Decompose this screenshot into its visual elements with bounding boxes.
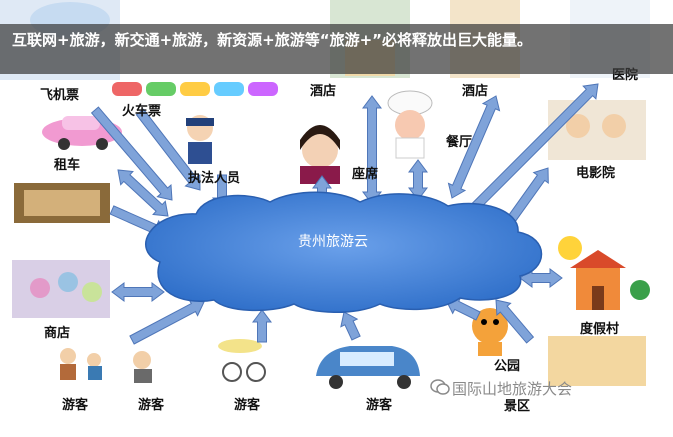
arrow-shop <box>111 282 165 302</box>
resort-illustration <box>558 236 650 310</box>
police-illustration <box>186 115 214 164</box>
label-flight-ticket: 飞机票 <box>40 88 80 103</box>
label-shop: 商店 <box>44 326 71 341</box>
arrow-scenic <box>495 299 535 344</box>
watermark-text: 国际山地旅游大会 <box>452 380 573 398</box>
label-hotel-2: 酒店 <box>462 84 489 99</box>
label-restaurant: 餐厅 <box>446 135 473 150</box>
label-train-ticket: 火车票 <box>122 104 162 119</box>
label-park: 公园 <box>494 359 521 374</box>
central-cloud <box>145 191 543 313</box>
arrow-park <box>445 296 481 321</box>
arrow-resort <box>519 268 563 288</box>
label-tourist-4: 游客 <box>366 398 393 413</box>
arrow-cinema <box>503 167 549 228</box>
arrow-tourist-1 <box>129 298 205 345</box>
chef-illustration <box>387 90 433 159</box>
shop-item-1 <box>30 278 50 298</box>
label-law-enforcement: 执法人员 <box>188 171 241 186</box>
label-resort: 度假村 <box>580 322 620 337</box>
arrow-hotel-1 <box>362 95 382 205</box>
scenic-illustration <box>548 336 646 386</box>
shop-item-2 <box>58 272 78 292</box>
label-scenic-area: 景区 <box>504 399 531 414</box>
left-photo-inner <box>24 190 100 216</box>
label-hotel-1: 酒店 <box>310 84 337 99</box>
arrow-hospital <box>468 83 599 214</box>
arrow-tourist-3 <box>252 309 272 343</box>
label-car-rental: 租车 <box>54 158 81 173</box>
label-tourist-1: 游客 <box>62 398 89 413</box>
arrow-tourist-4 <box>340 311 361 341</box>
tiger-illustration <box>472 308 508 356</box>
label-tourist-3: 游客 <box>234 398 261 413</box>
tourist-old-illustration <box>133 351 152 383</box>
caption-text: 互联网+旅游，新交通+旅游，新资源+旅游等“旅游+”必将释放出巨大能量。 <box>12 31 532 49</box>
label-cinema: 电影院 <box>576 166 616 181</box>
label-seat: 座席 <box>352 167 379 182</box>
arrow-flight <box>90 106 173 201</box>
cloud-label: 贵州旅游云 <box>298 234 368 250</box>
arrow-restaurant <box>408 159 428 201</box>
arrow-hotel-2 <box>447 95 501 199</box>
tourist-car-illustration <box>316 346 420 389</box>
arrow-train <box>135 108 201 191</box>
operator-illustration <box>300 125 340 184</box>
train-ticket-illustration <box>112 82 278 96</box>
cinema-illustration <box>548 100 646 160</box>
caption-bar <box>0 24 673 74</box>
wechat-icon <box>430 379 450 395</box>
cinema-boy-icon <box>566 114 590 138</box>
shop-item-3 <box>82 282 102 302</box>
arrow-car-rental <box>117 169 169 217</box>
tourist-bike-illustration <box>218 339 266 382</box>
label-tourist-2: 游客 <box>138 398 165 413</box>
tourist-family-illustration <box>60 348 102 380</box>
cinema-girl-icon <box>602 114 626 138</box>
